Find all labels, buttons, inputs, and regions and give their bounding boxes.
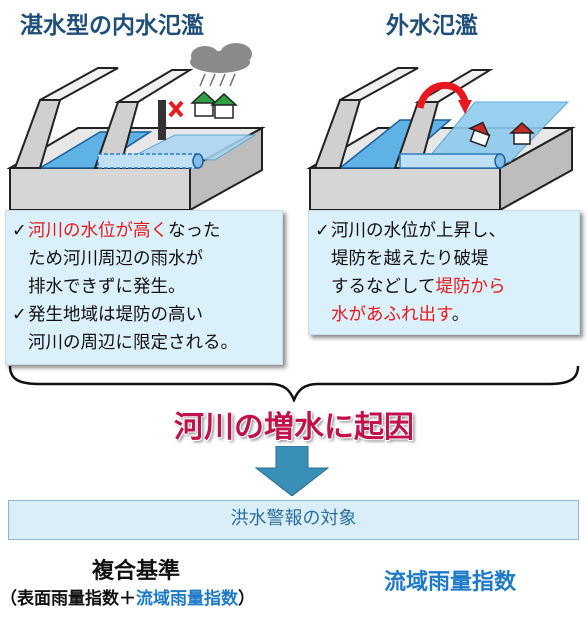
overflow-arrow-icon xyxy=(416,82,469,109)
brace-icon xyxy=(8,365,580,402)
emphasis-text: 河川の水位が高く xyxy=(28,221,168,241)
cause-label: 河川の増水に起因 xyxy=(174,410,414,445)
check-icon: ✓ xyxy=(315,221,330,241)
river-overflow-illustration xyxy=(306,67,576,212)
overflow-description: ✓ 河川の水位が上昇し、 堤防を越えたり破堤 するなどして堤防から 水があふれ出… xyxy=(308,210,580,335)
basin-rainfall-index: 流域雨量指数 xyxy=(384,570,517,595)
left-title: 湛水型の内水氾濫 xyxy=(20,13,204,39)
right-title: 外水氾濫 xyxy=(386,13,478,39)
check-icon: ✓ xyxy=(12,305,27,325)
flood-warning-target: 洪水警報の対象 xyxy=(8,500,579,540)
composite-criteria-title: 複合基準 xyxy=(92,559,181,584)
inland-flood-description: ✓ 河川の水位が高くなった ため河川周辺の雨水が 排水できずに発生。 ✓ 発生地… xyxy=(5,210,283,365)
down-arrow-icon xyxy=(254,446,330,496)
check-icon: ✓ xyxy=(12,221,27,241)
house-icon xyxy=(190,90,238,119)
composite-criteria-detail: （表面雨量指数＋流域雨量指数） xyxy=(0,589,255,609)
house-icon xyxy=(467,121,535,148)
rain-cloud-icon xyxy=(190,43,252,87)
inland-flood-illustration xyxy=(6,43,266,212)
